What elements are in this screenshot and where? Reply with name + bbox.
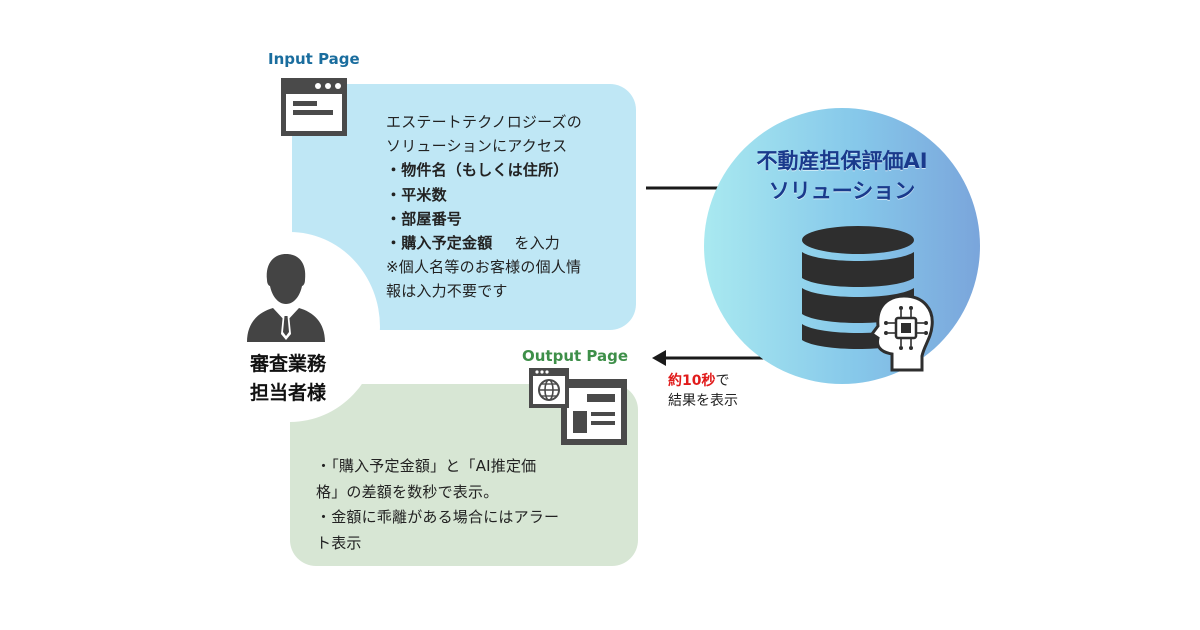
database-ai-chip-icon [802, 226, 934, 372]
input-line: エステートテクノロジーズの [386, 113, 582, 131]
ai-title-line: ソリューション [768, 179, 916, 203]
web-page-globe-icon [529, 368, 627, 445]
output-line: ・「購入予定金額」と「AI推定価 [316, 457, 537, 475]
output-description: ・「購入予定金額」と「AI推定価 格」の差額を数秒で表示。 ・金額に乖離がある場… [316, 454, 616, 556]
browser-window-icon [281, 78, 347, 136]
output-line: ト表示 [316, 533, 362, 552]
timing-suffix: で [715, 373, 730, 389]
input-item-room-number: ・部屋番号 [386, 209, 463, 228]
input-page-title: Input Page [268, 50, 360, 68]
input-note: ※個人名等のお客様の個人情 [386, 258, 582, 277]
ai-title-line: 不動産担保評価AI [756, 149, 928, 173]
output-line: 格」の差額を数秒で表示。 [316, 482, 499, 501]
input-item-floor-area: ・平米数 [386, 185, 447, 204]
output-line: ・金額に乖離がある場合にはアラー [316, 508, 560, 526]
input-line: ソリューションにアクセス [386, 137, 568, 156]
input-action-text: を入力 [514, 234, 561, 253]
person-label-line: 審査業務 [249, 353, 326, 375]
arrow-left-icon [652, 350, 766, 366]
business-person-icon [247, 254, 325, 342]
output-page-title: Output Page [522, 347, 629, 365]
timing-result: 結果を表示 [668, 393, 738, 409]
timing-label: 約10秒で 結果を表示 [668, 371, 768, 411]
input-note: 報は入力不要です [386, 282, 508, 301]
person-label-line: 担当者様 [249, 382, 326, 404]
person-label: 審査業務 担当者様 [228, 350, 348, 408]
input-item-property-name: ・物件名（もしくは住所） [386, 161, 569, 180]
input-item-planned-price: ・購入予定金額 [386, 234, 493, 253]
input-description: エステートテクノロジーズの ソリューションにアクセス ・物件名（もしくは住所） … [386, 110, 626, 304]
ai-solution-title: 不動産担保評価AI ソリューション [716, 146, 968, 206]
timing-highlight: 約10秒 [668, 373, 716, 389]
